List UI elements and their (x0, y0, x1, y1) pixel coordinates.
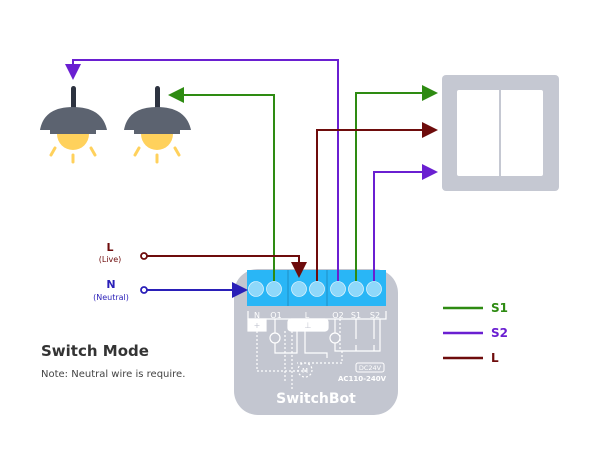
terminal-label-s2: S2 (370, 311, 380, 320)
neutral-label: N (106, 278, 115, 291)
wire-live-input (147, 255, 307, 278)
wall-switch-icon (442, 75, 559, 191)
terminal-label-n: N (254, 311, 260, 320)
legend: S1 S2 L (443, 301, 508, 365)
terminal-label-o2: O2 (332, 311, 343, 320)
note-text: Note: Neutral wire is require. (41, 369, 185, 380)
wire-s1-to-switch (355, 85, 438, 281)
lamp-icon-1 (40, 86, 107, 164)
legend-label-l: L (491, 351, 499, 365)
brand-logo: SwitchBot (276, 391, 356, 407)
l-sign: ⊥ (305, 321, 312, 330)
lamp-icon-2 (124, 86, 191, 164)
wire-s2-to-switch (373, 164, 438, 281)
wire-l-to-switch (316, 122, 438, 281)
diagram-title: Switch Mode (41, 342, 149, 360)
ac-label: AC110-240V (338, 375, 387, 383)
live-sublabel: (Live) (99, 255, 122, 264)
dc-label: DC24V (359, 364, 382, 372)
live-label: L (106, 241, 113, 254)
terminal-label-l: L (305, 311, 310, 320)
legend-label-s1: S1 (491, 301, 508, 315)
wire-o2-to-lamp1 (65, 59, 339, 281)
terminal-label-s1: S1 (351, 311, 361, 320)
neutral-sublabel: (Neutral) (93, 293, 129, 302)
n-sign: + (254, 321, 261, 330)
neutral-terminal-dot (140, 286, 148, 294)
motor-label: M (302, 367, 308, 375)
legend-label-s2: S2 (491, 326, 508, 340)
terminal-label-o1: O1 (270, 311, 281, 320)
live-terminal-dot (140, 252, 148, 260)
wire-o1-to-lamp2 (168, 87, 275, 281)
